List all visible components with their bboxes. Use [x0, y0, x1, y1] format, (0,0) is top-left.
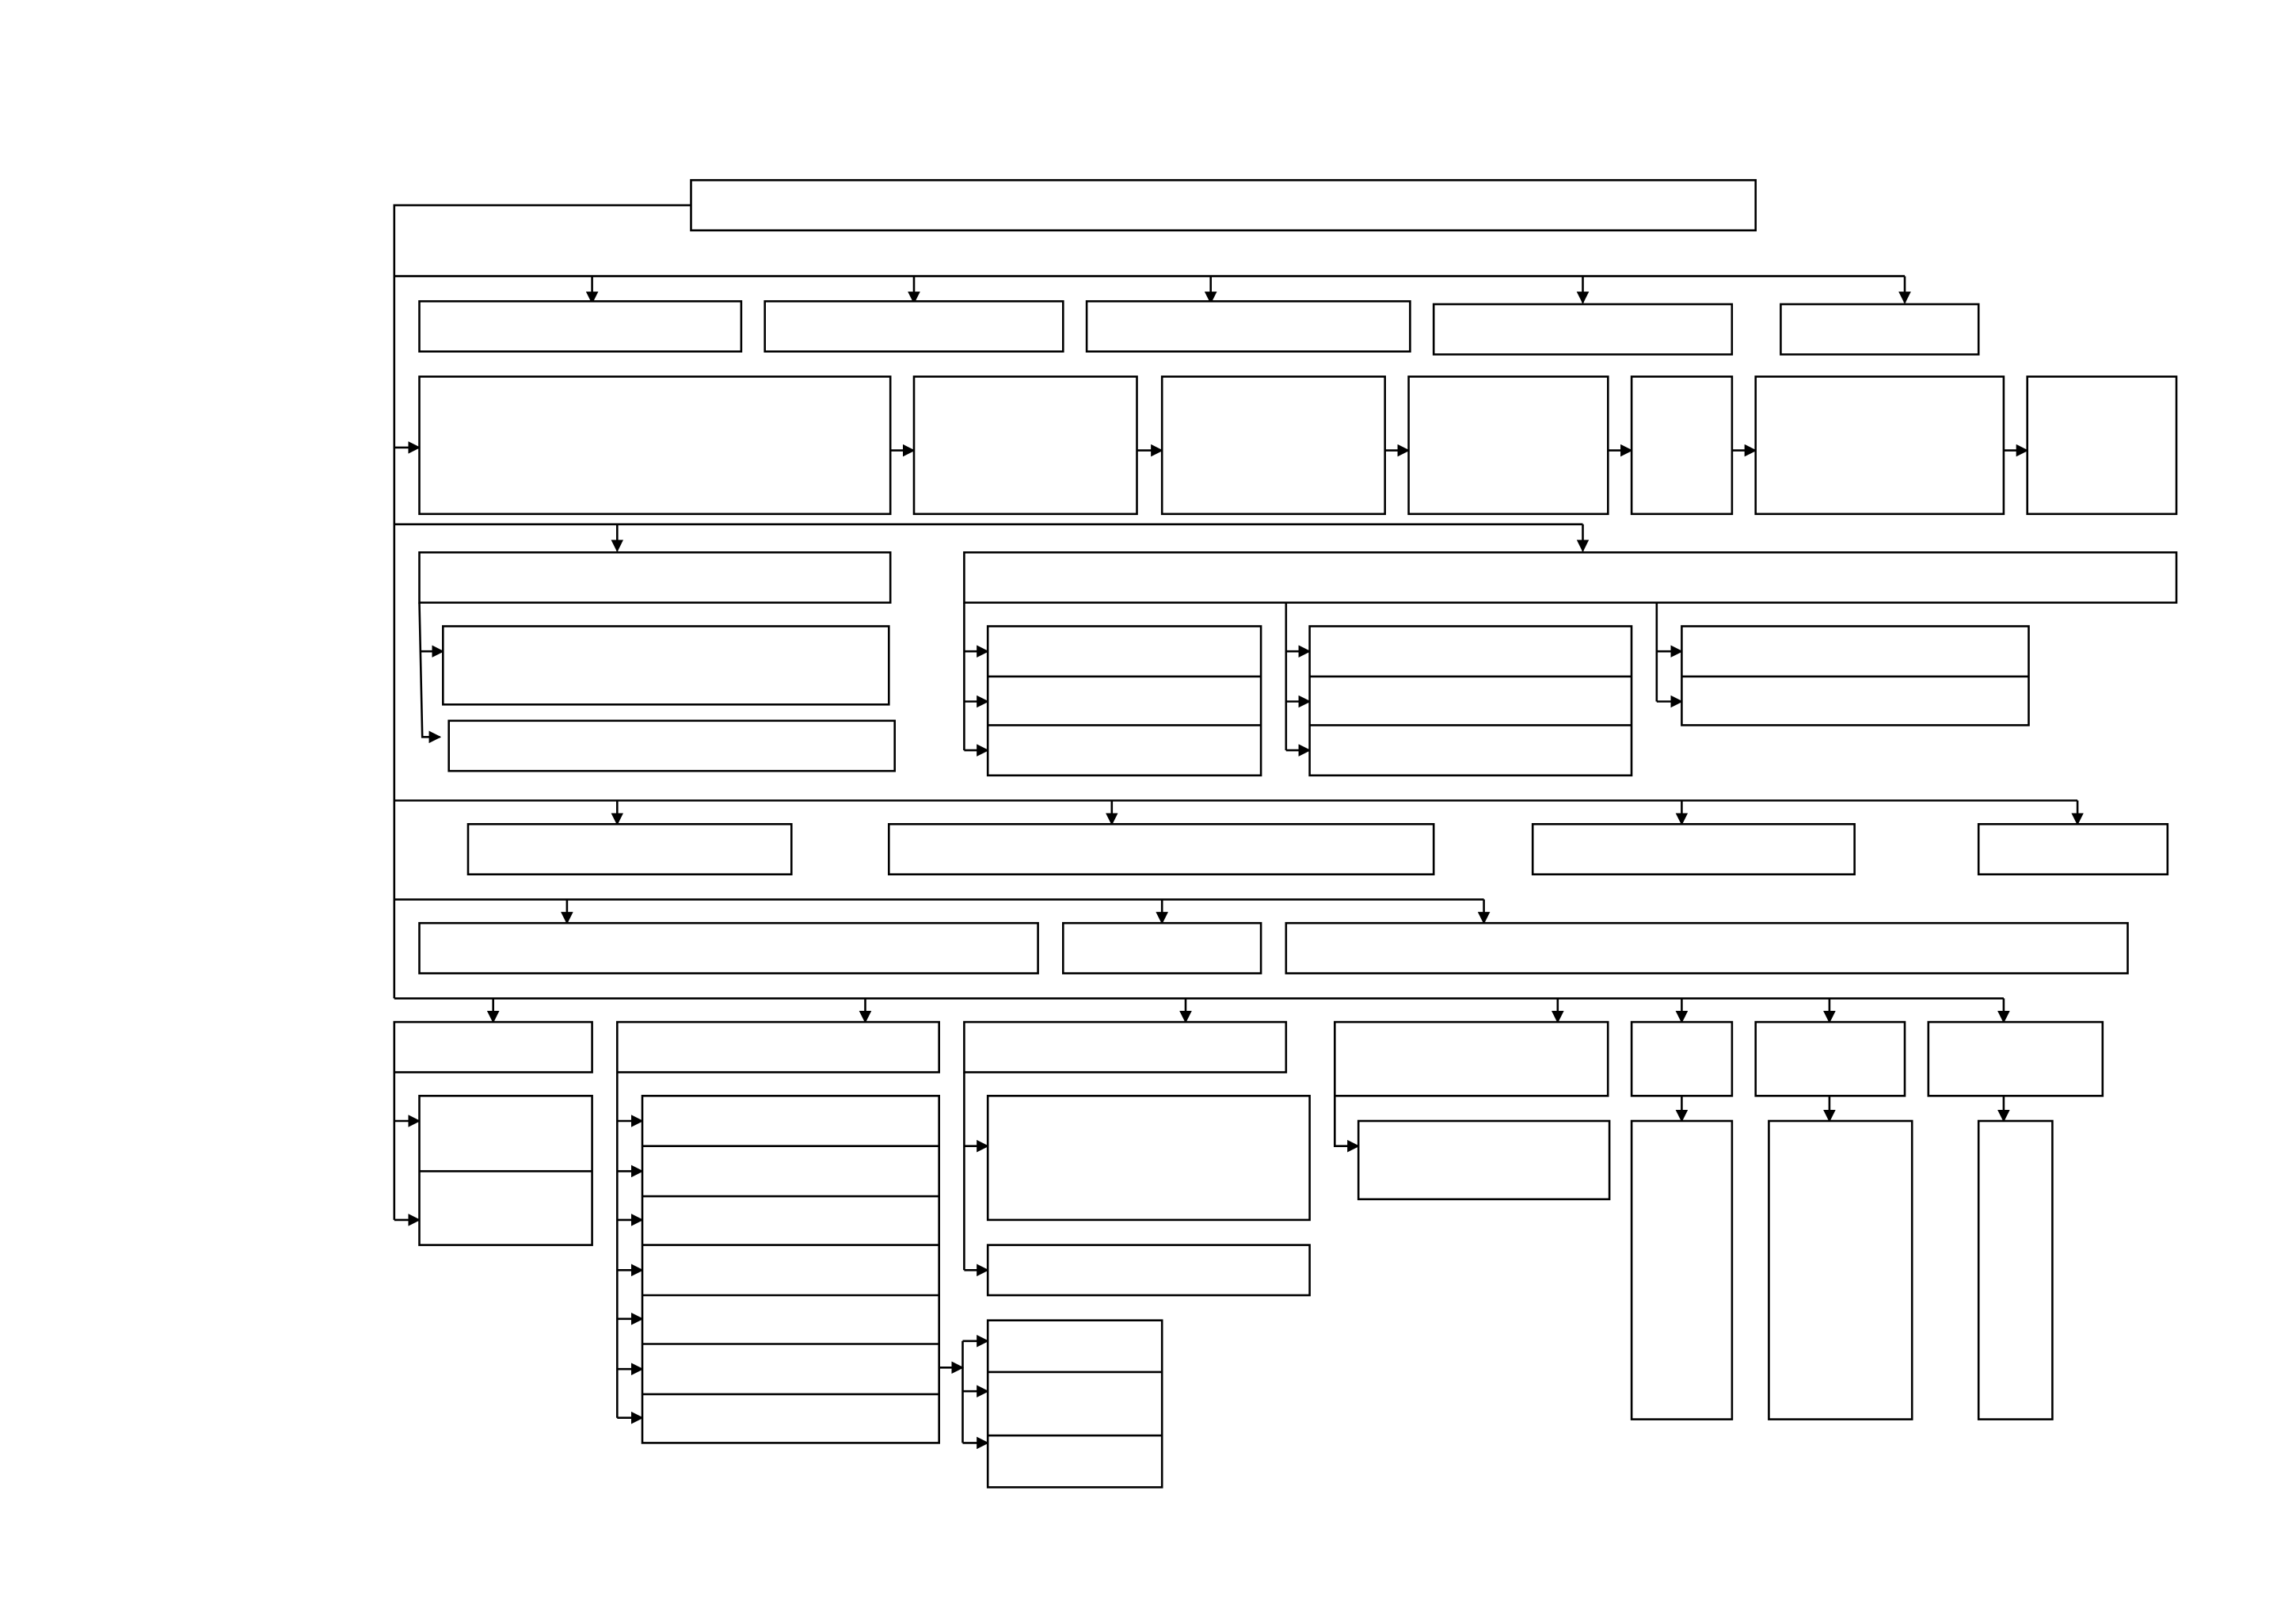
row1-box-5 — [1780, 303, 1980, 356]
row6-g3-sub-2 — [986, 1244, 1311, 1297]
row6-g8-tall — [1977, 1119, 2054, 1420]
row6-g6-header — [1630, 1020, 1734, 1097]
row2-box-3 — [1160, 376, 1386, 516]
row3-col1-list — [986, 625, 1262, 777]
row1-box-4 — [1432, 303, 1734, 356]
row5-box-3 — [1285, 921, 2129, 974]
diagram-boxes — [393, 179, 2178, 1489]
row6-g2-header — [615, 1020, 940, 1073]
row4-box-3 — [1531, 823, 1856, 876]
row4-box-4 — [1977, 823, 2169, 876]
row4-box-1 — [466, 823, 793, 876]
row1-box-3 — [1085, 299, 1411, 353]
row3-left-sub-1 — [441, 625, 890, 706]
row2-box-4 — [1407, 376, 1609, 516]
row2-box-6 — [1754, 376, 2005, 516]
row6-g7-tall — [1768, 1119, 1913, 1420]
row6-g3-header — [963, 1020, 1288, 1073]
row2-box-1 — [418, 376, 892, 516]
trunk-top-connector — [393, 204, 691, 999]
row2-box-5 — [1630, 376, 1734, 516]
row6-g6-tall — [1630, 1119, 1734, 1420]
row3-right-header — [963, 551, 2178, 604]
row2-box-2 — [912, 376, 1138, 516]
row6-g1-header — [393, 1020, 593, 1073]
row5-box-2 — [1062, 921, 1262, 974]
row1-box-1 — [418, 299, 743, 353]
row6-g7-header — [1754, 1020, 1906, 1097]
connector-lines — [393, 204, 2084, 1450]
row3-col2-list — [1308, 625, 1633, 777]
row6-g2-list — [641, 1095, 941, 1444]
row3-left-sub-2 — [447, 719, 897, 772]
row6-g8-header — [1927, 1020, 2104, 1097]
row3-left-header — [418, 551, 892, 604]
row5-box-1 — [418, 921, 1039, 974]
row6-g5-branch — [1334, 1096, 1360, 1153]
row3-left-branch — [418, 602, 442, 744]
row4-box-2 — [888, 823, 1435, 876]
root-box — [690, 179, 1757, 232]
row6-g5-sub — [1357, 1119, 1611, 1201]
row2-box-7 — [2026, 376, 2178, 516]
row6-g3-sub-1 — [986, 1095, 1311, 1222]
row6-g5-header — [1334, 1020, 1609, 1097]
row1-box-2 — [763, 299, 1064, 353]
row6-g4-list — [986, 1319, 1163, 1489]
